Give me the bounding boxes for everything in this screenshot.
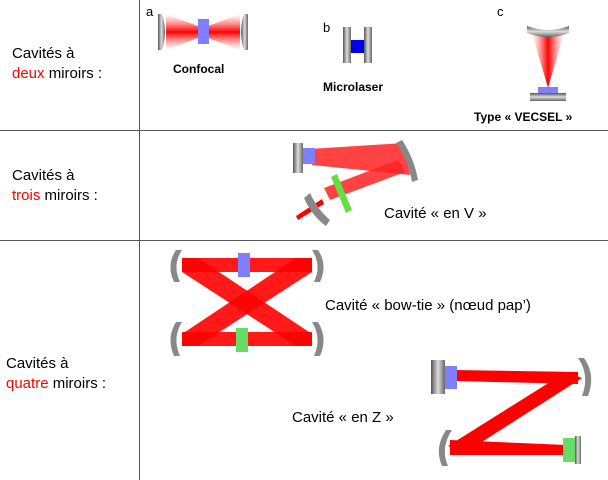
v-cavity — [293, 140, 418, 226]
row-label-rest: miroirs : — [44, 65, 103, 82]
caption-v-cavity: Cavité « en V » — [384, 205, 487, 222]
row-label-highlight: trois — [12, 187, 41, 204]
vecsel-beam — [532, 33, 564, 88]
nonlinear-crystal — [331, 174, 352, 213]
caption-confocal: Confocal — [173, 62, 225, 76]
row-label-highlight: deux — [12, 65, 45, 82]
z-beam-diagonal — [448, 372, 582, 452]
row-label-three-mirrors: Cavités à trois miroirs : — [12, 166, 98, 206]
mirror-top-left — [170, 250, 182, 282]
gain-medium — [351, 40, 364, 53]
row-label-line2: trois miroirs : — [12, 186, 98, 206]
z-beam-bottom — [450, 440, 566, 455]
row-label-line2: deux miroirs : — [12, 64, 102, 84]
mirror-right — [241, 14, 248, 50]
gain-medium — [445, 366, 457, 389]
mirror-top — [527, 26, 569, 37]
z-cavity — [431, 358, 592, 466]
row-label-line1: Cavités à — [12, 45, 75, 62]
mirror-base — [530, 93, 566, 101]
row-divider-1 — [0, 130, 608, 131]
bowtie-cavity — [170, 250, 324, 356]
gain-medium — [238, 253, 250, 277]
label-c: c — [497, 4, 504, 19]
mirror-flat-bottom — [575, 436, 581, 464]
gain-medium — [198, 19, 209, 44]
row-divider-2 — [0, 240, 608, 241]
microlaser-cavity — [343, 27, 372, 63]
nonlinear-crystal — [563, 438, 575, 462]
row-label-rest: miroirs : — [40, 187, 98, 204]
row-label-line2: quatre miroirs : — [6, 374, 106, 394]
caption-vecsel: Type « VECSEL » — [474, 110, 573, 124]
v-beam-arm2 — [324, 160, 405, 200]
mirror-fold — [396, 140, 418, 182]
mirror-top-right — [312, 250, 324, 282]
mirror-flat-top — [431, 360, 445, 394]
gain-medium — [303, 148, 315, 164]
column-divider — [139, 0, 140, 480]
mirror-output — [304, 193, 330, 226]
vecsel-cavity — [527, 26, 569, 101]
label-a: a — [146, 4, 154, 19]
z-beam-top — [455, 370, 578, 384]
confocal-cavity — [158, 14, 248, 50]
gain-medium — [538, 87, 558, 94]
row-label-four-mirrors: Cavités à quatre miroirs : — [6, 354, 106, 394]
row-label-rest: miroirs : — [48, 375, 107, 392]
mirror-curved-right — [578, 358, 592, 396]
row-label-highlight: quatre — [6, 375, 49, 392]
mirror-left — [343, 27, 351, 63]
mirror-flat — [293, 143, 303, 173]
mirror-bottom-left — [170, 322, 182, 356]
mirror-bottom-right — [312, 322, 324, 356]
label-b: b — [323, 20, 331, 35]
bowtie-beam-cross2 — [182, 258, 312, 346]
nonlinear-crystal — [236, 328, 248, 352]
row-label-two-mirrors: Cavités à deux miroirs : — [12, 44, 102, 84]
mirror-curved-left — [438, 430, 452, 466]
mirror-left — [158, 14, 165, 50]
mirror-right — [364, 27, 372, 63]
caption-z-cavity: Cavité « en Z » — [292, 409, 394, 426]
v-beam-output — [296, 199, 324, 220]
caption-bowtie: Cavité « bow-tie » (nœud pap’) — [325, 297, 531, 314]
row-label-line1: Cavités à — [12, 167, 75, 184]
caption-microlaser: Microlaser — [323, 80, 384, 94]
row-label-line1: Cavités à — [6, 355, 69, 372]
